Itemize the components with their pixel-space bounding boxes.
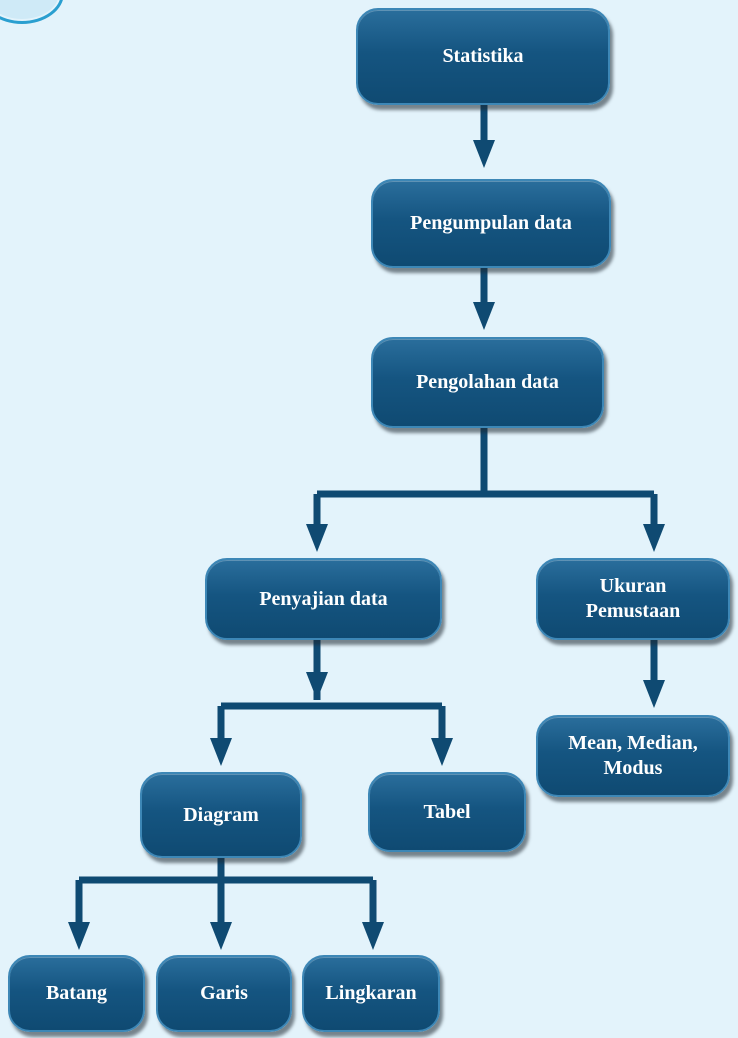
node-lingkaran: Lingkaran <box>302 955 440 1032</box>
node-pengolahan-data: Pengolahan data <box>371 337 604 428</box>
node-tabel-label: Tabel <box>423 800 471 823</box>
arrowhead-mean <box>643 680 665 708</box>
node-penyajian-data-label: Penyajian data <box>259 587 388 610</box>
node-pengumpulan-data-label: Pengumpulan data <box>410 212 572 234</box>
node-batang: Batang <box>8 955 145 1032</box>
arrowhead-ukuran <box>643 524 665 552</box>
arrowhead-lingkaran <box>362 922 384 950</box>
node-ukuran-pemustaan-label: Ukuran Pemustaan <box>585 575 681 622</box>
node-diagram: Diagram <box>140 772 302 858</box>
node-pengumpulan-data: Pengumpulan data <box>371 179 611 268</box>
node-mean-median-modus: Mean, Median, Modus <box>536 715 730 797</box>
node-garis: Garis <box>156 955 292 1032</box>
arrowhead-pengumpulan <box>473 140 495 168</box>
arrowhead-pengolahan <box>473 302 495 330</box>
node-statistika-label: Statistika <box>442 45 524 67</box>
arrowhead-tabel <box>431 738 453 766</box>
node-batang-label: Batang <box>45 982 108 1004</box>
node-pengolahan-data-label: Pengolahan data <box>416 371 559 393</box>
arrowhead-garis <box>210 922 232 950</box>
node-tabel: Tabel <box>368 772 526 852</box>
arrowhead-penyajian-split <box>306 672 328 700</box>
arrowhead-diagram <box>210 738 232 766</box>
node-penyajian-data: Penyajian data <box>205 558 442 640</box>
node-statistika: Statistika <box>356 8 610 105</box>
arrowhead-penyajian <box>306 524 328 552</box>
node-lingkaran-label: Lingkaran <box>325 982 417 1004</box>
arrowhead-batang <box>68 922 90 950</box>
node-diagram-label: Diagram <box>183 803 259 826</box>
node-mean-median-modus-label: Mean, Median, Modus <box>568 732 698 779</box>
node-ukuran-pemustaan: Ukuran Pemustaan <box>536 558 730 640</box>
node-garis-label: Garis <box>200 982 248 1004</box>
